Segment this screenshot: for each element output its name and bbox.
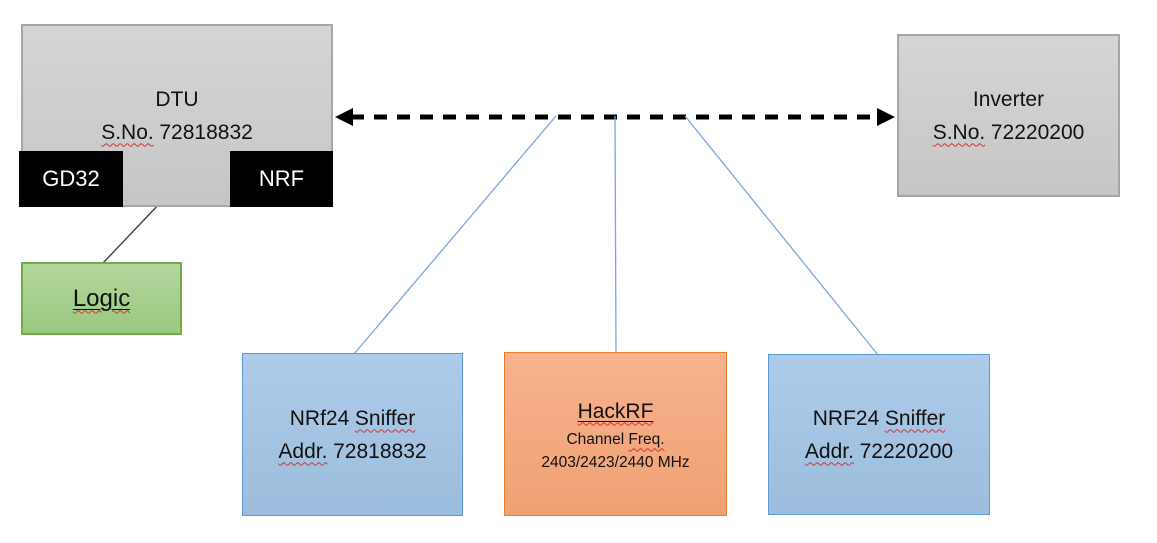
dtu-title: DTU [155, 87, 199, 111]
sniffer-left-addr-number: 72818832 [333, 439, 427, 463]
dtu-serial: S.No.72818832 [101, 116, 253, 149]
node-nrf: NRF [230, 151, 333, 207]
node-logic: Logic [21, 262, 182, 335]
node-gd32: GD32 [19, 151, 123, 207]
node-inverter: Inverter S.No.72220200 [897, 34, 1120, 197]
connector-sniffer-right [684, 115, 879, 356]
inverter-serial-label: S.No. [932, 120, 986, 144]
sniffer-right-title-word: Sniffer [884, 406, 946, 430]
hackrf-channel-prefix: Channel [566, 430, 625, 448]
inverter-title: Inverter [972, 87, 1045, 111]
sniffer-right-addr-label: Addr. [804, 439, 854, 463]
sniffer-left-title-word: Sniffer [354, 406, 416, 430]
logic-label-underline: Logic [73, 285, 130, 313]
sniffer-left-addr-label: Addr. [278, 439, 328, 463]
connector-sniffer-left [353, 115, 557, 355]
gd32-label: GD32 [42, 166, 100, 191]
sniffer-right-title-prefix: NRF24 [812, 406, 880, 430]
hackrf-title: HackRF [577, 399, 654, 423]
sniffer-left-addr: Addr.72818832 [278, 435, 426, 468]
dtu-serial-number: 72818832 [159, 120, 253, 144]
dtu-serial-label: S.No. [101, 120, 154, 144]
sniffer-right-addr: Addr.72220200 [805, 435, 953, 468]
sniffer-left-title-prefix: NRf24 [289, 406, 350, 430]
dashed-link-arrowhead-left-icon [335, 108, 353, 126]
hackrf-channel-word: Freq. [628, 430, 665, 448]
hackrf-freq-line: 2403/2423/2440 MHz [541, 453, 690, 471]
inverter-serial: S.No.72220200 [933, 116, 1085, 149]
hackrf-title-line: HackRF [578, 395, 654, 428]
hackrf-title-underline: HackRF [578, 400, 654, 423]
nrf-label: NRF [258, 166, 305, 191]
connector-hackrf [614, 115, 617, 354]
inverter-serial-number: 72220200 [990, 120, 1085, 144]
dashed-link-arrowhead-right-icon [877, 108, 895, 126]
logic-label: Logic [72, 284, 131, 312]
sniffer-right-addr-number: 72220200 [859, 439, 954, 463]
